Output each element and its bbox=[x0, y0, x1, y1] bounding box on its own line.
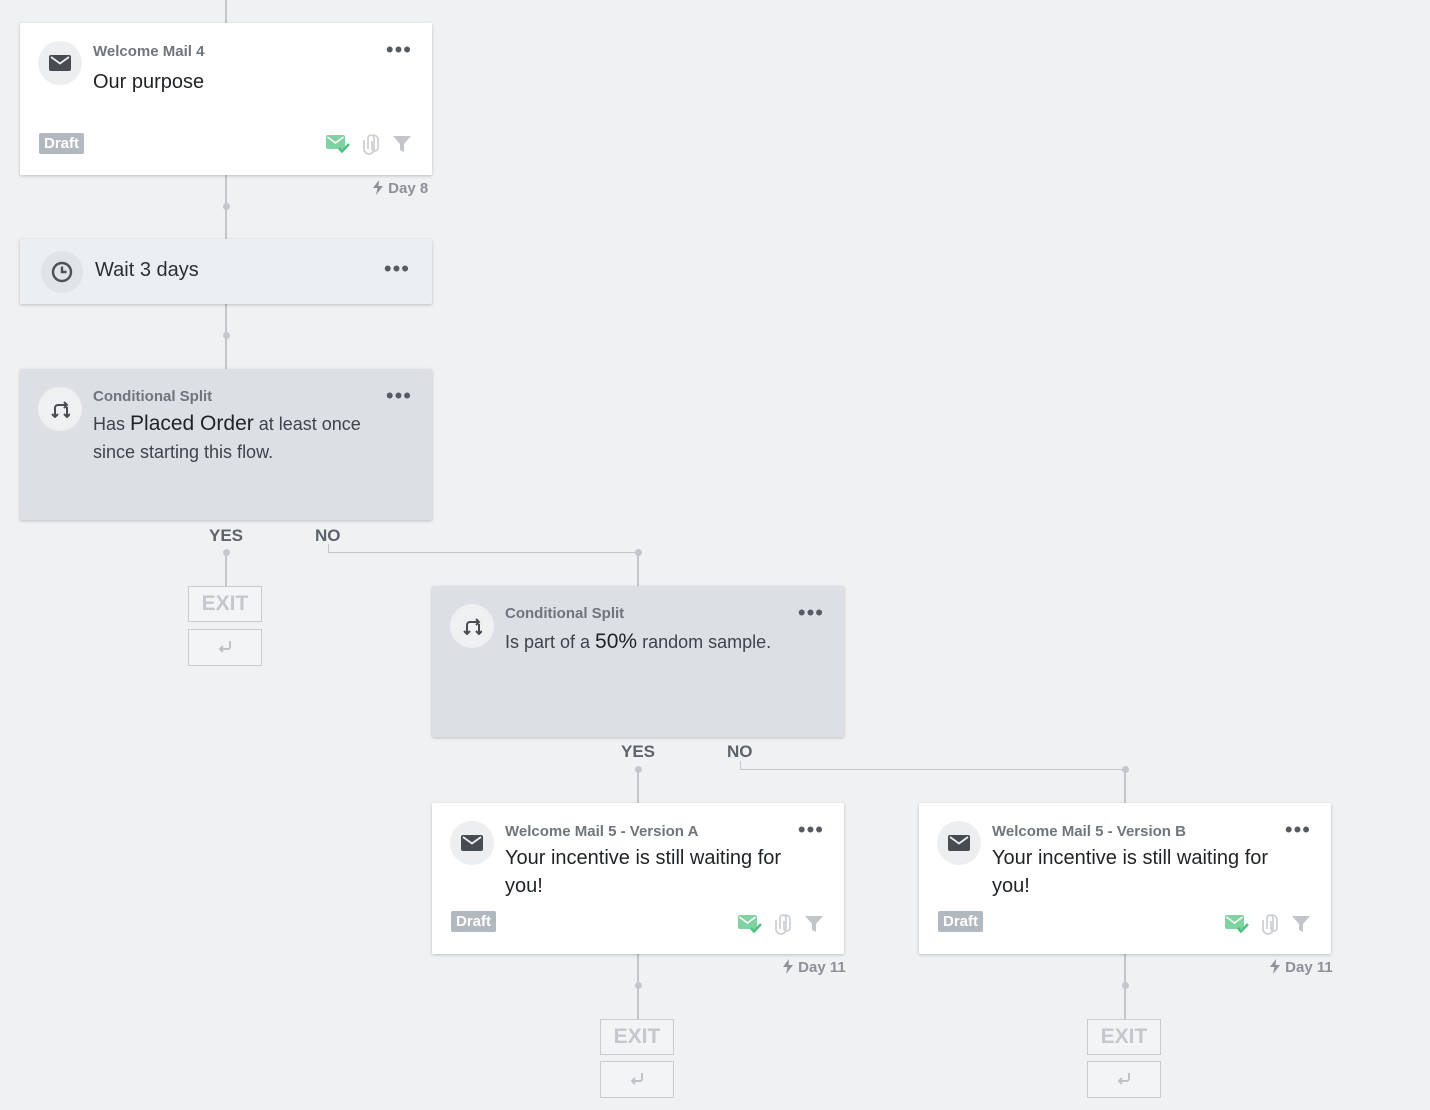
branch-no-label: NO bbox=[727, 742, 753, 761]
split-condition: Has Placed Order at least once since sta… bbox=[93, 412, 361, 462]
connector bbox=[225, 552, 227, 586]
branch-yes-label: YES bbox=[209, 526, 244, 545]
status-badge: Draft bbox=[451, 911, 497, 932]
conditional-split-node[interactable]: Conditional Split Is part of a 50% rando… bbox=[432, 586, 844, 737]
connector bbox=[1124, 769, 1126, 803]
node-kicker: Conditional Split bbox=[505, 605, 625, 622]
connector-dot bbox=[223, 203, 230, 210]
wait-label: Wait 3 days bbox=[95, 259, 199, 281]
trigger-day-label: Day 11 bbox=[1269, 959, 1333, 976]
connector bbox=[225, 0, 227, 23]
trigger-day-label: Day 11 bbox=[782, 959, 846, 976]
more-menu-button[interactable]: ••• bbox=[383, 256, 410, 281]
status-badge: Draft bbox=[39, 133, 85, 154]
return-arrow-button[interactable] bbox=[1087, 1061, 1161, 1098]
connector-dot bbox=[1122, 982, 1129, 989]
lightning-icon bbox=[372, 180, 384, 197]
email-node-welcome-mail-4[interactable]: Welcome Mail 4 Our purpose ••• Draft bbox=[20, 23, 432, 175]
exit-node[interactable]: EXIT bbox=[188, 586, 262, 622]
node-title: Your incentive is still waiting for you! bbox=[505, 847, 782, 897]
node-kicker: Welcome Mail 5 - Version A bbox=[505, 823, 699, 840]
connector bbox=[328, 552, 639, 553]
clock-icon bbox=[41, 251, 83, 293]
more-menu-button[interactable]: ••• bbox=[797, 817, 824, 842]
trigger-day-label: Day 8 bbox=[372, 180, 428, 197]
filter-icon[interactable] bbox=[804, 914, 824, 934]
more-menu-button[interactable]: ••• bbox=[1284, 817, 1311, 842]
envelope-icon bbox=[450, 821, 494, 865]
connector bbox=[328, 544, 329, 553]
connector-dot bbox=[223, 332, 230, 339]
attachment-icon[interactable] bbox=[772, 913, 794, 935]
exit-node[interactable]: EXIT bbox=[1087, 1019, 1161, 1055]
connector-dot bbox=[635, 982, 642, 989]
lightning-icon bbox=[1269, 959, 1281, 976]
return-arrow-button[interactable] bbox=[188, 629, 262, 666]
connector bbox=[740, 769, 1126, 770]
attachment-icon[interactable] bbox=[360, 133, 382, 155]
more-menu-button[interactable]: ••• bbox=[797, 600, 824, 625]
wait-node[interactable]: Wait 3 days ••• bbox=[20, 239, 432, 304]
branch-yes-label: YES bbox=[621, 742, 656, 761]
email-approved-icon[interactable] bbox=[326, 134, 350, 154]
node-kicker: Welcome Mail 5 - Version B bbox=[992, 823, 1186, 840]
email-approved-icon[interactable] bbox=[738, 914, 762, 934]
conditional-split-node[interactable]: Conditional Split Has Placed Order at le… bbox=[20, 369, 432, 520]
lightning-icon bbox=[782, 959, 794, 976]
more-menu-button[interactable]: ••• bbox=[385, 383, 412, 408]
node-kicker: Conditional Split bbox=[93, 388, 213, 405]
filter-icon[interactable] bbox=[392, 134, 412, 154]
filter-icon[interactable] bbox=[1291, 914, 1311, 934]
connector bbox=[637, 552, 639, 586]
email-approved-icon[interactable] bbox=[1225, 914, 1249, 934]
status-badge: Draft bbox=[938, 911, 984, 932]
split-icon bbox=[38, 387, 82, 431]
node-title: Our purpose bbox=[93, 71, 205, 93]
email-node-welcome-mail-5-a[interactable]: Welcome Mail 5 - Version A Your incentiv… bbox=[432, 803, 844, 954]
connector bbox=[740, 761, 741, 770]
connector bbox=[637, 769, 639, 803]
branch-no-label: NO bbox=[315, 526, 341, 545]
more-menu-button[interactable]: ••• bbox=[385, 37, 412, 62]
return-arrow-button[interactable] bbox=[600, 1061, 674, 1098]
attachment-icon[interactable] bbox=[1259, 913, 1281, 935]
split-condition: Is part of a 50% random sample. bbox=[505, 630, 772, 653]
condition-metric: 50% bbox=[595, 630, 638, 653]
node-title: Your incentive is still waiting for you! bbox=[992, 847, 1269, 897]
envelope-icon bbox=[38, 41, 82, 85]
exit-node[interactable]: EXIT bbox=[600, 1019, 674, 1055]
email-node-welcome-mail-5-b[interactable]: Welcome Mail 5 - Version B Your incentiv… bbox=[919, 803, 1331, 954]
condition-metric: Placed Order bbox=[130, 412, 254, 435]
split-icon bbox=[450, 604, 494, 648]
node-kicker: Welcome Mail 4 bbox=[93, 43, 205, 60]
envelope-icon bbox=[937, 821, 981, 865]
